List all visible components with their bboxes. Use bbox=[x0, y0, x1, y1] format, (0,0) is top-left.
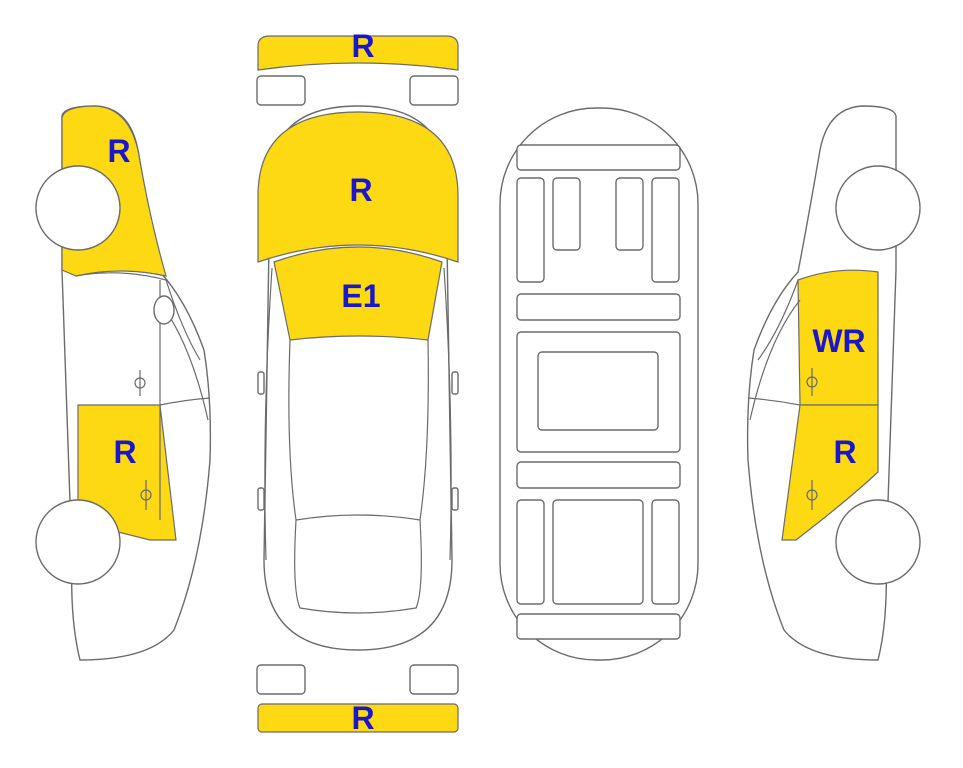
label-rear-bumper-top: R bbox=[351, 28, 374, 64]
mirror-left bbox=[257, 371, 265, 395]
label-right-rear-door: R bbox=[833, 434, 856, 470]
label-front-bumper-bottom: R bbox=[351, 700, 374, 736]
top-side-line-left bbox=[264, 267, 273, 561]
bottom-light-right bbox=[409, 664, 459, 695]
top-bumper-panel[interactable] bbox=[257, 35, 459, 71]
right-front-wheel bbox=[835, 165, 921, 251]
left-front-wheel bbox=[35, 165, 121, 251]
hood-panel[interactable] bbox=[257, 111, 459, 263]
left-rear-wheel bbox=[35, 499, 121, 585]
label-left-front-fender: R bbox=[107, 133, 130, 169]
top-side-line-right bbox=[443, 267, 452, 561]
handle-left bbox=[257, 487, 265, 511]
car-left-side-view bbox=[35, 105, 212, 661]
top-cabin-outline bbox=[288, 339, 429, 521]
windshield-panel[interactable] bbox=[273, 246, 443, 341]
bottom-light-left bbox=[256, 664, 306, 695]
car-underside-view bbox=[499, 107, 699, 661]
mirror-right bbox=[451, 371, 459, 395]
label-windshield: E1 bbox=[341, 278, 380, 314]
car-right-side-view bbox=[746, 105, 921, 661]
right-rear-door-panel[interactable] bbox=[781, 404, 879, 541]
right-front-door-panel[interactable] bbox=[797, 269, 879, 406]
top-light-right bbox=[409, 75, 459, 106]
label-left-rear-door: R bbox=[113, 434, 136, 470]
car-top-view bbox=[256, 35, 459, 733]
top-light-left bbox=[256, 75, 306, 106]
right-rear-wheel bbox=[835, 499, 921, 585]
label-right-front-door: WR bbox=[812, 323, 865, 359]
top-rear-window bbox=[294, 519, 422, 614]
handle-right bbox=[451, 487, 459, 511]
label-hood: R bbox=[349, 172, 372, 208]
bottom-bumper-panel[interactable] bbox=[257, 703, 459, 733]
